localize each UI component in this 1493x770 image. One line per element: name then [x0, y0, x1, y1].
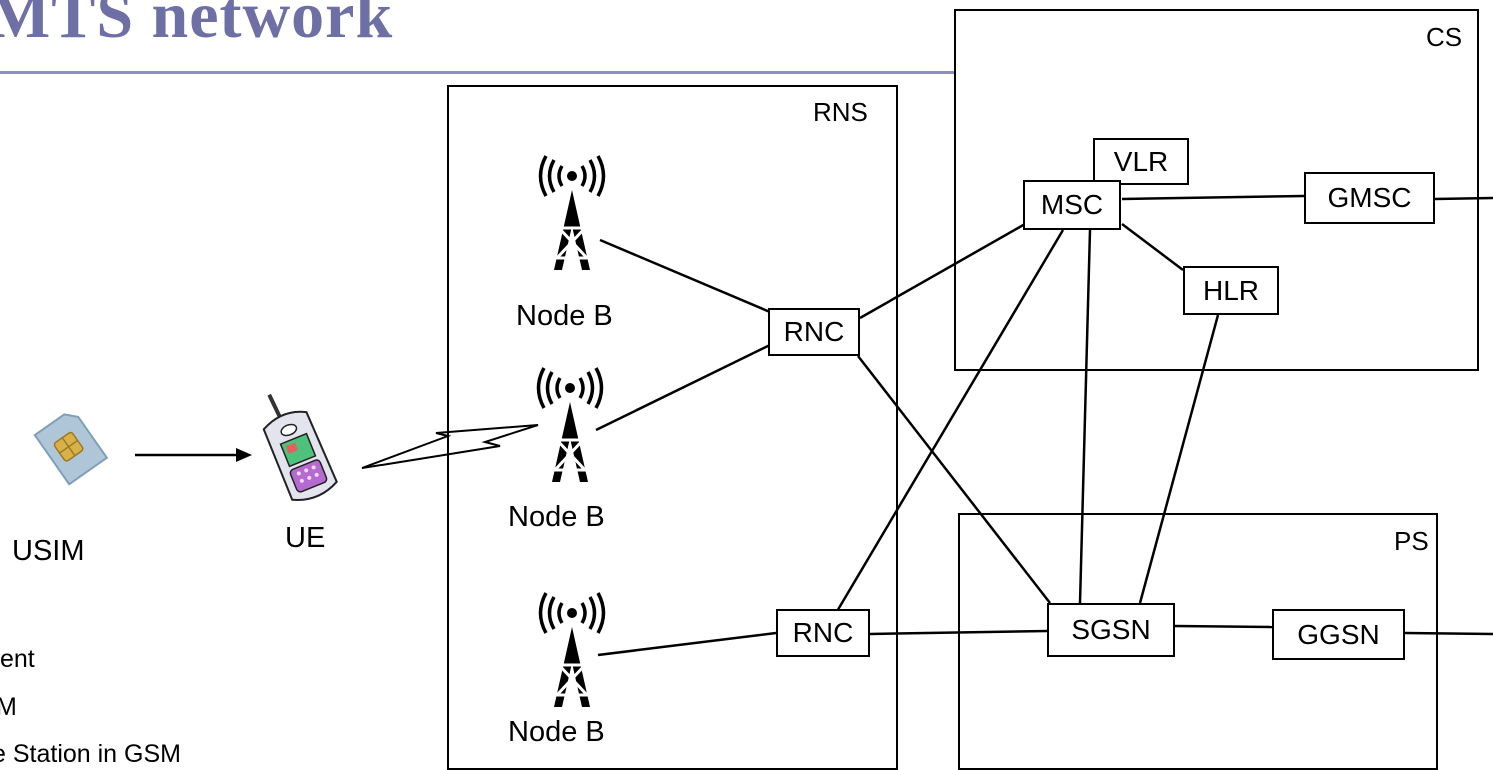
bullet-text-3: e Station in GSM	[0, 740, 181, 768]
link-msc-hlr	[1121, 223, 1184, 271]
title-rule	[0, 71, 955, 74]
link-nodeb3-rnc	[597, 631, 777, 657]
link-rnc2-msc	[834, 229, 1065, 614]
link-rnc-sgsn	[857, 355, 1051, 604]
link-nodeb1-rnc	[599, 238, 771, 314]
ggsn-node: GGSN	[1272, 609, 1405, 660]
mobile-phone-icon	[262, 393, 338, 501]
ue-label: UE	[285, 522, 326, 554]
cs-label: CS	[1426, 22, 1463, 52]
antenna-icon	[538, 592, 606, 707]
rnc-node-bottom: RNC	[776, 609, 870, 657]
msc-node: MSC	[1023, 180, 1121, 230]
rns-label: RNS	[813, 97, 868, 127]
page-title: MTS network	[0, 0, 394, 52]
node-b-label-3: Node B	[508, 716, 605, 748]
rnc-node-top: RNC	[768, 308, 860, 356]
bullet-text-2: M	[0, 693, 17, 721]
link-sgsn-ggsn	[1174, 624, 1273, 629]
cs-region	[954, 9, 1479, 371]
sgsn-node: SGSN	[1047, 603, 1175, 657]
bullet-text-1: ent	[0, 645, 35, 673]
rns-region	[447, 85, 898, 770]
usim-label: USIM	[12, 535, 85, 567]
link-msc-gmsc	[1121, 194, 1305, 201]
arrowhead-icon	[236, 448, 252, 462]
node-b-label-2: Node B	[508, 501, 605, 533]
link-ggsn-out	[1404, 631, 1493, 636]
ps-label: PS	[1394, 526, 1429, 556]
link-hlr-sgsn	[1138, 314, 1220, 604]
antenna-icon	[536, 367, 604, 482]
node-b-label-1: Node B	[516, 300, 613, 332]
link-rnc-msc	[859, 222, 1026, 320]
vlr-node: VLR	[1093, 138, 1189, 185]
antenna-icon	[538, 155, 606, 270]
sim-card-icon	[33, 413, 109, 486]
link-nodeb2-rnc	[595, 343, 771, 432]
radio-link-icon	[361, 424, 539, 469]
link-gmsc-out	[1434, 196, 1493, 201]
hlr-node: HLR	[1183, 266, 1279, 315]
link-msc-sgsn	[1078, 229, 1092, 604]
gmsc-node: GMSC	[1304, 172, 1435, 224]
